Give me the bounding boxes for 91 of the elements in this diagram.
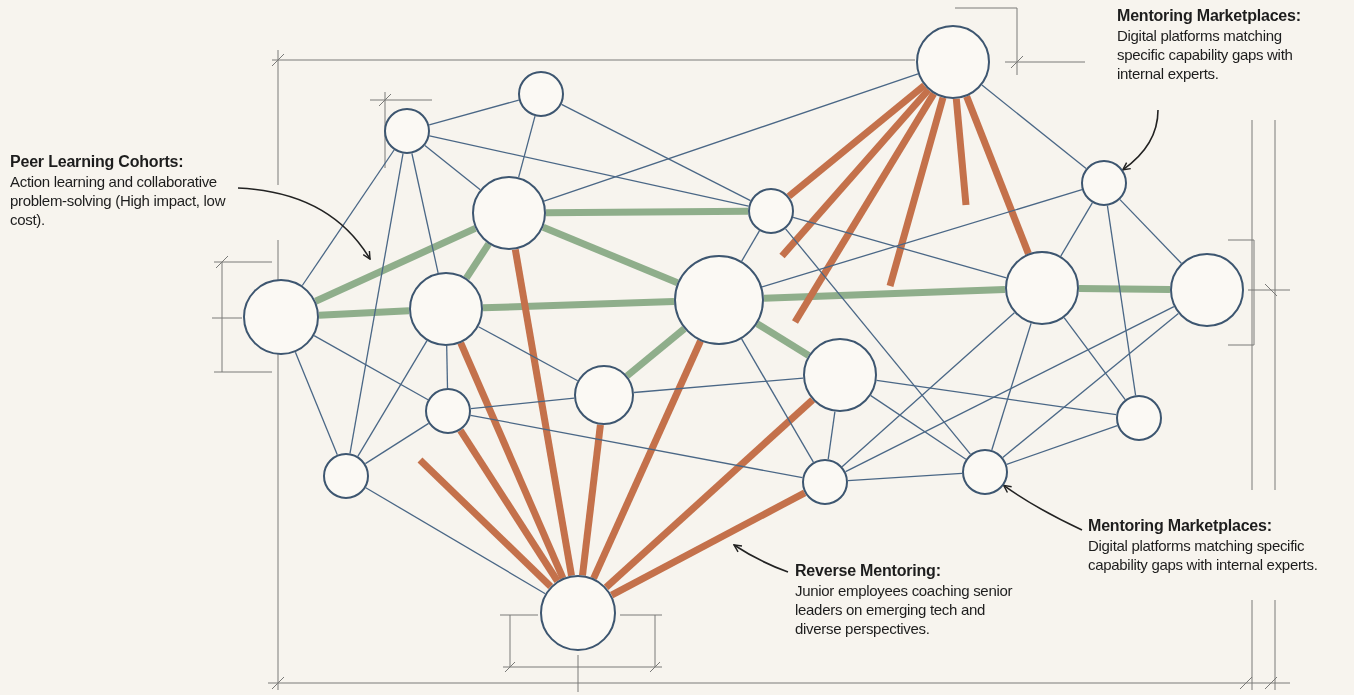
annotation-heading: Reverse Mentoring: xyxy=(795,561,942,581)
connector-line xyxy=(792,216,1008,279)
thick-connector xyxy=(624,326,687,379)
connector-line xyxy=(981,84,1087,170)
network-node xyxy=(540,575,616,651)
network-node xyxy=(1116,395,1162,441)
thick-connector xyxy=(482,298,675,312)
thick-connector xyxy=(314,225,477,305)
network-node xyxy=(384,108,430,154)
network-node xyxy=(803,338,877,412)
connector-line xyxy=(1106,205,1137,396)
connector-line xyxy=(469,414,804,479)
thick-connector xyxy=(952,98,970,206)
thick-connector xyxy=(779,87,932,259)
network-node xyxy=(674,255,764,345)
connector-line xyxy=(294,351,338,456)
connector-line xyxy=(364,422,430,465)
thick-connector xyxy=(463,242,492,280)
connector-line xyxy=(477,326,579,382)
arrow xyxy=(733,544,789,573)
network-node xyxy=(802,459,848,505)
connector-line xyxy=(847,472,963,482)
thick-connector xyxy=(1078,284,1171,294)
connector-line xyxy=(761,189,1083,288)
connector-line xyxy=(991,322,1032,451)
thick-connector xyxy=(963,95,1032,255)
connector-line xyxy=(411,152,439,274)
annotation-heading: Peer Learning Cohorts: xyxy=(10,152,185,172)
annotation-heading: Mentoring Marketplaces: xyxy=(1088,516,1273,536)
thick-connector xyxy=(786,82,927,200)
network-node xyxy=(574,365,634,425)
network-node xyxy=(323,453,369,499)
network-node xyxy=(916,25,990,99)
connector-line xyxy=(517,115,536,178)
network-node xyxy=(748,188,794,234)
connector-line xyxy=(844,305,1175,473)
thick-connector xyxy=(763,285,1006,302)
arrow xyxy=(1122,109,1159,171)
connector-line xyxy=(870,394,967,460)
network-node xyxy=(409,272,483,346)
connector-line xyxy=(784,228,972,455)
connector-line xyxy=(875,379,1117,416)
thick-connector xyxy=(590,339,704,580)
annotation-text: Action learning and collaborative problem-solving (High impact, low cost). xyxy=(10,172,227,229)
thick-connector xyxy=(886,96,947,287)
thick-connector xyxy=(579,424,604,576)
thick-connector xyxy=(417,457,554,590)
connector-line xyxy=(446,345,449,389)
connector-line xyxy=(357,340,428,457)
connector-line xyxy=(428,135,750,207)
connector-line xyxy=(741,230,761,262)
annotation-text: Digital platforms matching specific capability gaps with internal experts. xyxy=(1117,26,1294,83)
thick-connector xyxy=(457,341,567,580)
connector-line xyxy=(1119,198,1182,264)
thick-connector xyxy=(792,91,937,324)
thick-connector xyxy=(545,207,749,217)
thick-connector xyxy=(457,428,561,583)
annotation-heading: Mentoring Marketplaces: xyxy=(1117,6,1302,26)
thick-connector xyxy=(755,320,811,359)
connector-line xyxy=(560,103,752,202)
thick-connector xyxy=(318,307,410,319)
connector-line xyxy=(841,312,1016,468)
connector-line xyxy=(313,334,429,401)
connector-line xyxy=(543,73,919,202)
connector-line xyxy=(633,377,804,394)
network-node xyxy=(518,71,564,117)
network-node xyxy=(425,388,471,434)
connector-line xyxy=(1063,317,1126,401)
connector-line xyxy=(349,152,404,455)
connector-line xyxy=(740,338,815,463)
arrow xyxy=(237,187,371,260)
thick-connector xyxy=(541,223,679,287)
arrow xyxy=(1002,484,1083,531)
connector-line xyxy=(365,487,546,595)
thick-connector xyxy=(511,248,575,577)
connector-line xyxy=(424,144,481,191)
network-node xyxy=(472,176,546,250)
connector-line xyxy=(827,410,836,460)
thick-connector xyxy=(609,489,807,599)
annotation-text: Junior employees coaching senior leaders on emerging tech and diverse perspectives. xyxy=(795,581,1014,638)
annotation-text: Digital platforms matching specific capability gaps with internal experts. xyxy=(1088,536,1319,574)
connector-line xyxy=(1060,202,1093,257)
connector-line xyxy=(1002,312,1180,459)
thick-connector xyxy=(603,397,815,590)
connector-line xyxy=(428,99,520,126)
network-node xyxy=(1005,251,1079,325)
network-node xyxy=(1081,160,1127,206)
network-node xyxy=(962,449,1008,495)
connector-line xyxy=(1006,424,1118,466)
connector-line xyxy=(301,149,395,287)
connector-line xyxy=(470,397,575,410)
